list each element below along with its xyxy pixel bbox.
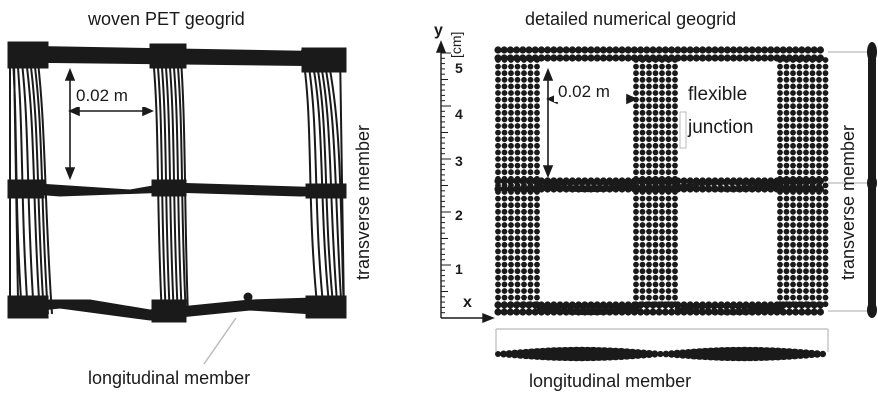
annotation-flexible: flexible bbox=[688, 84, 748, 105]
right-dimension-label-bg bbox=[554, 82, 626, 102]
axis-y-label: y bbox=[434, 22, 443, 39]
numerical-geogrid-particles bbox=[494, 46, 829, 316]
left-leader-line bbox=[203, 317, 237, 365]
left-dimension-label: 0.02 m bbox=[76, 86, 128, 105]
woven-geogrid-photo bbox=[7, 41, 347, 323]
right-panel-title: detailed numerical geogrid bbox=[525, 9, 737, 29]
longitudinal-member-strip bbox=[495, 346, 827, 362]
annotation-junction: junction bbox=[688, 117, 754, 138]
coordinate-axes bbox=[435, 40, 495, 324]
tick-4: 4 bbox=[455, 106, 463, 122]
right-transverse-member-label: transverse member bbox=[838, 124, 858, 280]
axis-unit-label: [cm] bbox=[448, 31, 464, 58]
axis-x-label: x bbox=[463, 294, 472, 311]
left-panel-title: woven PET geogrid bbox=[88, 9, 245, 29]
transverse-member-side-view bbox=[867, 42, 877, 318]
left-dimension-label-bg bbox=[72, 85, 152, 107]
tick-2: 2 bbox=[455, 207, 463, 223]
ruler-ticks bbox=[441, 52, 451, 319]
tick-1: 1 bbox=[455, 261, 463, 277]
right-longitudinal-member-label: longitudinal member bbox=[529, 371, 692, 391]
tick-5: 5 bbox=[455, 60, 463, 76]
left-dimension-arrows bbox=[64, 67, 154, 181]
transverse-member-bracket bbox=[495, 51, 872, 352]
left-longitudinal-member-label: longitudinal member bbox=[88, 368, 251, 388]
junction-marker bbox=[679, 111, 687, 149]
left-transverse-member-label: transverse member bbox=[353, 124, 373, 280]
annotation-bg bbox=[682, 78, 766, 146]
right-dimension-label: 0.02 m bbox=[558, 82, 610, 101]
tick-3: 3 bbox=[455, 153, 463, 169]
